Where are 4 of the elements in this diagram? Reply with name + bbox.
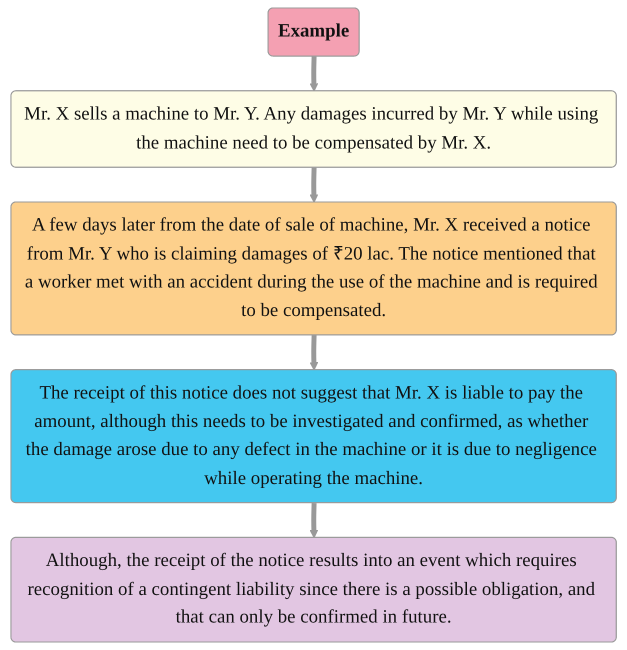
- arrow: [309, 335, 318, 371]
- arrow: [309, 56, 318, 92]
- arrow: [309, 168, 318, 203]
- arrow: [309, 503, 318, 538]
